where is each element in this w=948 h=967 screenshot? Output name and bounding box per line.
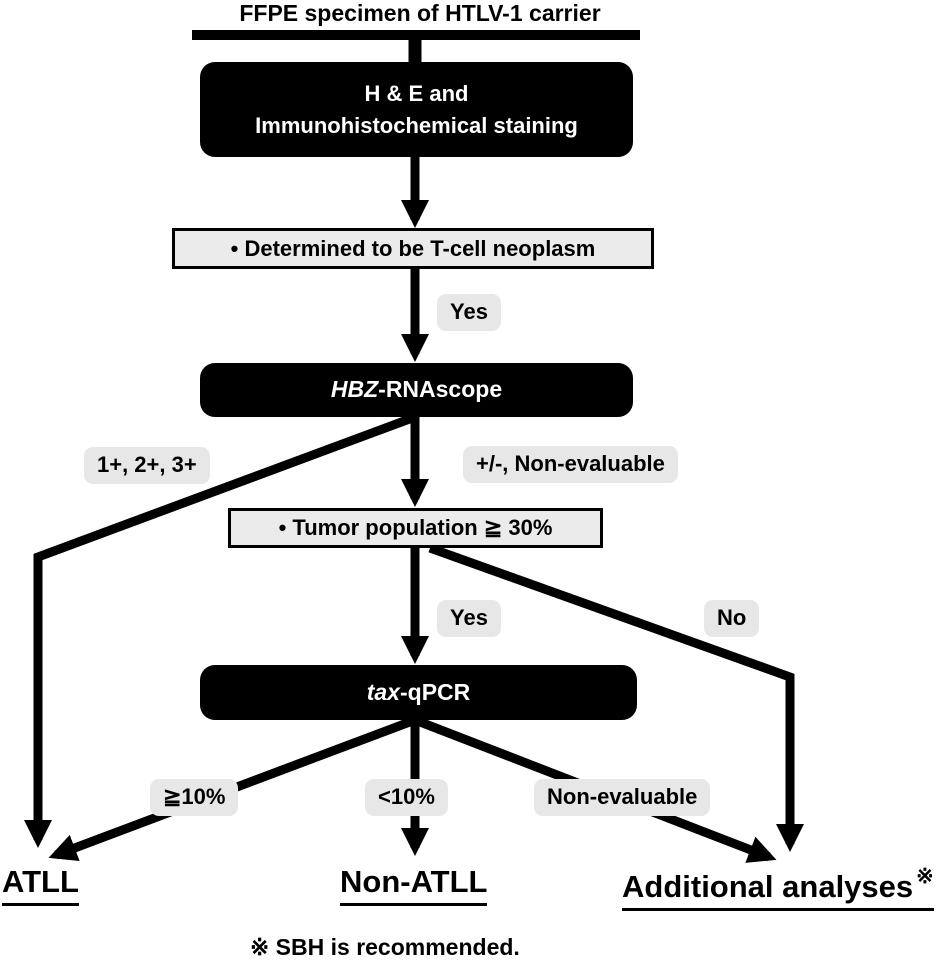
edge-label-yes-2-text: Yes [450,605,488,630]
staining-node-line1: H & E and [364,80,469,106]
outcome-atll-label: ATLL [2,864,79,906]
tumor-population-check: • Tumor population ≧ 30% [228,508,603,548]
arrow-hbz-to-atll [24,412,417,848]
outcome-non-atll: Non-ATLL [340,864,488,906]
edge-label-ge10: ≧10% [150,779,239,816]
footnote-reference-marker: ※ [916,865,934,888]
edge-label-ge10-text: ≧10% [163,784,226,809]
outcome-additional-analyses-underline: Additional analyses※ [622,864,934,911]
tax-qpcr-node-label: tax-qPCR [367,676,471,709]
staining-node: H & E and Immunohistochemical staining [200,62,633,157]
tax-method-name: -qPCR [399,678,471,705]
footnote-marker: ※ [250,934,270,960]
edge-label-lt10: <10% [365,779,448,816]
tcell-neoplasm-check: • Determined to be T-cell neoplasm [172,228,654,269]
edge-label-yes-1: Yes [437,294,501,331]
hbz-rnascope-node-label: HBZ-RNAscope [331,373,502,406]
arrow-tumor-to-additional [428,543,804,852]
tcell-neoplasm-check-label: • Determined to be T-cell neoplasm [230,235,596,261]
edge-label-yes-1-text: Yes [450,299,488,324]
tax-qpcr-node: tax-qPCR [200,665,637,720]
edge-label-hbz-nonevaluable-text: +/-, Non-evaluable [476,451,665,476]
edge-label-yes-2: Yes [437,600,501,637]
footnote: ※ SBH is recommended. [250,934,520,961]
tax-gene-name: tax [366,678,400,705]
edge-label-lt10-text: <10% [378,784,435,809]
outcome-additional-analyses: Additional analyses※ [622,864,934,911]
staining-node-line2: Immunohistochemical staining [255,112,578,138]
edge-label-no: No [704,600,760,637]
edge-label-tax-nonevaluable-text: Non-evaluable [547,784,698,809]
edge-label-hbz-nonevaluable: +/-, Non-evaluable [463,446,678,483]
hbz-method-name: -RNAscope [378,376,503,403]
hbz-gene-name: HBZ [330,376,379,403]
outcome-non-atll-label: Non-ATLL [340,864,488,906]
edge-label-no-text: No [717,605,747,630]
outcome-atll: ATLL [2,864,79,906]
edge-label-grades-text: 1+, 2+, 3+ [97,452,197,477]
edge-label-grades: 1+, 2+, 3+ [84,447,210,484]
page-title: FFPE specimen of HTLV-1 carrier [239,0,601,26]
tumor-population-check-label: • Tumor population ≧ 30% [278,515,553,540]
edge-label-tax-nonevaluable: Non-evaluable [534,779,711,816]
hbz-rnascope-node: HBZ-RNAscope [200,363,633,417]
footnote-text: SBH is recommended. [275,934,520,960]
outcome-additional-analyses-label: Additional analyses [622,869,914,904]
